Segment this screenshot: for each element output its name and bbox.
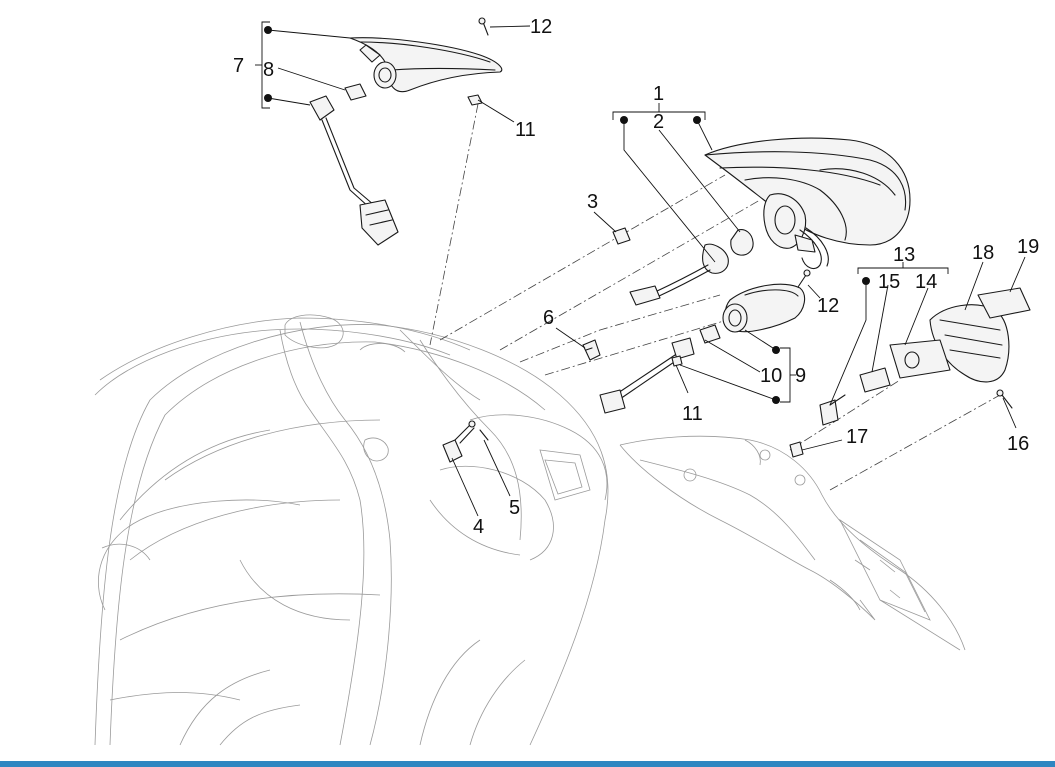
small-parts (442, 339, 601, 463)
label-15: 15 (878, 271, 900, 293)
rear-fender-outline (619, 435, 966, 651)
label-3: 3 (587, 191, 598, 213)
label-12-top: 12 (530, 16, 552, 38)
scooter-body-outline (94, 314, 609, 746)
label-2: 2 (653, 111, 664, 133)
bottom-accent-bar (0, 761, 1055, 767)
label-5: 5 (509, 497, 520, 519)
label-14: 14 (915, 271, 937, 293)
label-6: 6 (543, 307, 554, 329)
side-marker-light-assembly (309, 17, 503, 246)
reference-dots (264, 26, 870, 404)
construction-lines (429, 103, 1001, 491)
reflector-module (789, 287, 1031, 458)
label-16: 16 (1007, 433, 1029, 455)
license-plate-light-assembly (599, 283, 806, 414)
reference-labels: 1 2 3 4 5 6 7 8 9 10 11 11 12 12 13 14 1… (233, 16, 1039, 538)
leader-lines (255, 21, 1026, 517)
label-8: 8 (263, 59, 274, 81)
label-11-middle: 11 (682, 403, 703, 425)
label-10: 10 (760, 365, 782, 387)
label-11-top: 11 (515, 119, 536, 141)
label-17: 17 (846, 426, 868, 448)
label-13: 13 (893, 244, 915, 266)
tail-light-assembly (612, 137, 911, 306)
label-19: 19 (1017, 236, 1039, 258)
label-9: 9 (795, 365, 806, 387)
label-12-rear: 12 (817, 295, 839, 317)
label-4: 4 (473, 516, 484, 538)
label-18: 18 (972, 242, 994, 264)
label-1: 1 (653, 83, 664, 105)
label-7: 7 (233, 55, 244, 77)
